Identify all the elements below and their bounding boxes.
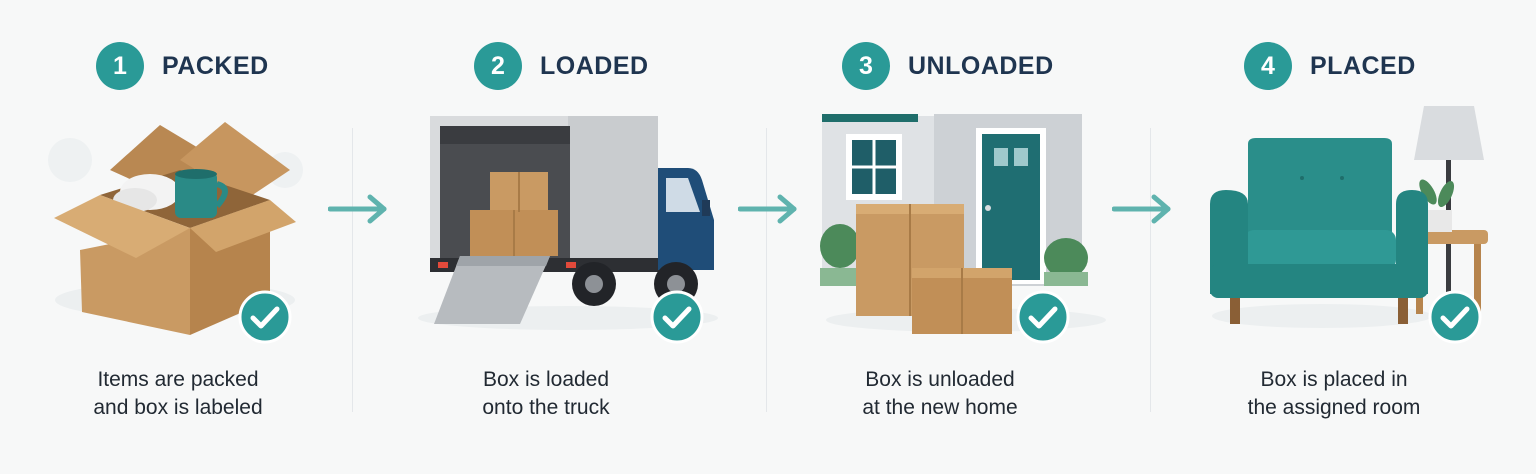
check-icon [1428, 290, 1482, 344]
step-title: LOADED [540, 51, 649, 80]
step-header: 3 UNLOADED [842, 42, 1054, 90]
step-caption: Box is unloaded at the new home [780, 366, 1100, 422]
step-placed: 4 PLACED Box is placed in the assigned r… [1180, 0, 1536, 474]
moving-truck-icon [418, 116, 718, 330]
check-icon [1016, 290, 1070, 344]
caption-line: Box is loaded [482, 368, 610, 391]
caption-line: at the new home [862, 396, 1018, 419]
caption-line: and box is labeled [93, 396, 263, 419]
caption-line: the assigned room [1247, 396, 1421, 419]
step-title: PACKED [162, 51, 269, 80]
arrow-right-icon [1112, 194, 1171, 224]
divider [766, 128, 767, 412]
step-caption: Box is placed in the assigned room [1174, 366, 1494, 422]
house-with-boxes-icon [820, 114, 1106, 334]
step-caption: Box is loaded onto the truck [386, 366, 706, 422]
step-header: 2 LOADED [474, 42, 649, 90]
caption-line: Box is unloaded [865, 368, 1015, 391]
divider [1150, 128, 1151, 412]
step-number-badge: 2 [474, 42, 522, 90]
step-title: UNLOADED [908, 51, 1054, 80]
caption-line: Box is placed in [1260, 368, 1408, 391]
step-number-badge: 4 [1244, 42, 1292, 90]
step-header: 4 PLACED [1244, 42, 1416, 90]
arrow-right-icon [738, 194, 797, 224]
step-unloaded: 3 UNLOADED Box is unload [800, 0, 1130, 474]
check-icon [650, 290, 704, 344]
caption-line: Items are packed [97, 368, 259, 391]
step-packed: 1 PACKED Items are packed and box is lab… [0, 0, 350, 474]
caption-line: onto the truck [482, 396, 610, 419]
step-number-badge: 1 [96, 42, 144, 90]
step-number-badge: 3 [842, 42, 890, 90]
armchair-icon [1210, 106, 1488, 328]
arrow-right-icon [328, 194, 387, 224]
open-box-icon [48, 122, 303, 335]
step-caption: Items are packed and box is labeled [18, 366, 338, 422]
step-header: 1 PACKED [96, 42, 269, 90]
step-loaded: 2 LOADED Box is loaded on [380, 0, 750, 474]
divider [352, 128, 353, 412]
check-icon [238, 290, 292, 344]
step-title: PLACED [1310, 51, 1416, 80]
